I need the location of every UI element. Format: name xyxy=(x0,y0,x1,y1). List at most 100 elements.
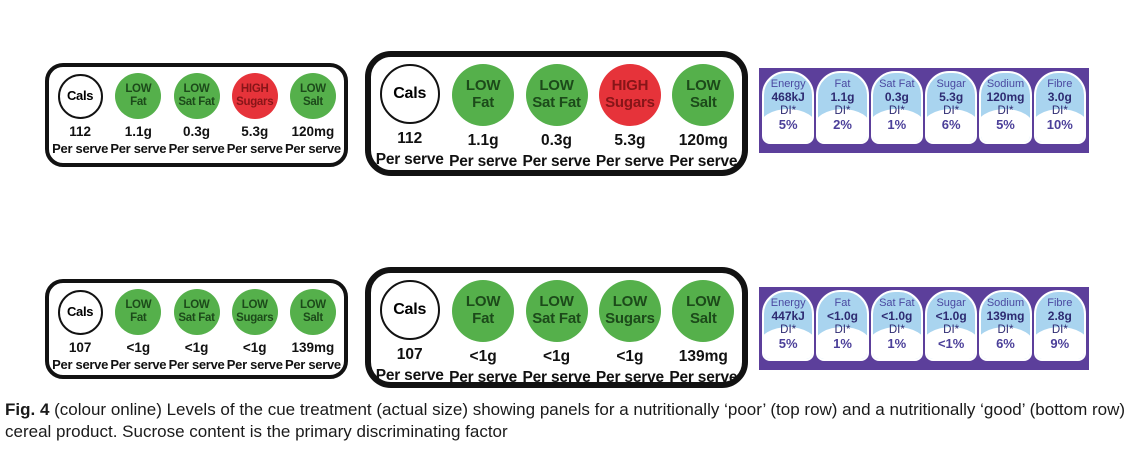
di-nutrient-value: 468kJ xyxy=(771,90,805,104)
dome-shape xyxy=(872,327,921,359)
di-label: DI* xyxy=(943,324,960,336)
di-nutrient-value: 120mg xyxy=(986,90,1025,104)
per-serve-label: Per serve xyxy=(168,357,225,372)
cals-value: 112 xyxy=(397,130,423,147)
cals-value: 107 xyxy=(68,340,92,355)
nutrient-level: LOW xyxy=(183,299,210,312)
dome-shape xyxy=(1035,109,1084,142)
nutrient-level: LOW xyxy=(686,77,721,95)
nutrient-name: Sugars xyxy=(605,94,655,111)
per-serve-label: Per serve xyxy=(52,357,109,372)
di-nutrient-value: 1.1g xyxy=(830,90,855,104)
cals-column: Cals 112 Per serve xyxy=(51,72,109,161)
nutrient-value: <1g xyxy=(542,348,571,365)
di-nutrient-value: <1.0g xyxy=(826,309,858,323)
di-percent: 1% xyxy=(887,336,907,351)
nutrient-name: Fat xyxy=(472,310,495,327)
di-percent: 1% xyxy=(833,336,852,351)
cals-circle: Cals xyxy=(379,64,440,124)
di-nutrient-name: Sodium xyxy=(986,78,1025,90)
nutrient-name: Salt xyxy=(689,310,717,327)
di-label: DI* xyxy=(780,324,797,336)
nutrient-value: 1.1g xyxy=(124,124,152,139)
di-label: DI* xyxy=(888,105,905,117)
nutrient-value: 5.3g xyxy=(614,132,646,149)
dome-shape xyxy=(981,327,1030,359)
dome-shape xyxy=(818,109,867,142)
di-nutrient-value: <1.0g xyxy=(881,309,913,323)
nutrient-level: LOW xyxy=(299,83,326,96)
nutrient-name: Sat Fat xyxy=(178,96,215,108)
cals-column: Cals 107 Per serve xyxy=(51,288,109,373)
per-serve-label: Per serve xyxy=(595,153,664,170)
nutrient-name: Fat xyxy=(130,312,147,324)
per-serve-label: Per serve xyxy=(522,153,591,170)
nutrient-level: LOW xyxy=(465,293,501,311)
nutrient-value: <1g xyxy=(616,348,644,365)
nutrient-name: Sugars xyxy=(605,310,655,327)
nutrient-value: 120mg xyxy=(291,124,335,139)
di-nutrient-name: Fat xyxy=(834,78,851,90)
nutrient-value: 0.3g xyxy=(541,132,573,149)
di-nutrient-name: Sugar xyxy=(936,297,966,309)
di-label: DI* xyxy=(834,324,851,336)
di-percent: 9% xyxy=(1050,336,1070,351)
dome-shape xyxy=(926,327,976,359)
nutrient-value: 1.1g xyxy=(467,132,499,149)
di-nutrient-name: Sat Fat xyxy=(879,78,915,90)
cals-label: Cals xyxy=(66,303,94,319)
per-serve-label: Per serve xyxy=(522,369,591,386)
nutrient-level: LOW xyxy=(539,77,574,95)
nutrient-level: HIGH xyxy=(611,77,649,95)
nutrient-level: LOW xyxy=(183,83,210,96)
dome-shape xyxy=(872,109,921,142)
cals-circle: Cals xyxy=(379,280,440,340)
dome-shape xyxy=(818,327,867,359)
cals-value: 107 xyxy=(396,346,423,363)
per-serve-label: Per serve xyxy=(375,151,444,168)
nutrient-level: LOW xyxy=(539,293,574,311)
nutrient-name: Salt xyxy=(302,312,323,324)
per-serve-label: Per serve xyxy=(110,141,167,156)
di-percent: 1% xyxy=(887,117,907,132)
per-serve-label: Per serve xyxy=(284,141,341,156)
cals-label: Cals xyxy=(393,85,427,103)
nutrient-value: 0.3g xyxy=(183,124,211,139)
di-label: DI* xyxy=(943,105,960,117)
per-serve-label: Per serve xyxy=(226,357,283,372)
per-serve-label: Per serve xyxy=(375,367,444,384)
cals-value: 112 xyxy=(69,124,91,139)
di-nutrient-name: Sugar xyxy=(936,78,966,90)
di-nutrient-value: 3.0g xyxy=(1047,90,1072,104)
di-nutrient-name: Fibre xyxy=(1047,297,1073,309)
nutrient-name: Sat Fat xyxy=(532,310,581,327)
di-nutrient-name: Fibre xyxy=(1047,78,1073,90)
per-serve-label: Per serve xyxy=(449,369,518,386)
dome-shape xyxy=(981,109,1030,142)
di-nutrient-value: 0.3g xyxy=(884,90,909,104)
nutrient-level: LOW xyxy=(125,299,152,312)
di-nutrient-name: Energy xyxy=(770,297,806,309)
